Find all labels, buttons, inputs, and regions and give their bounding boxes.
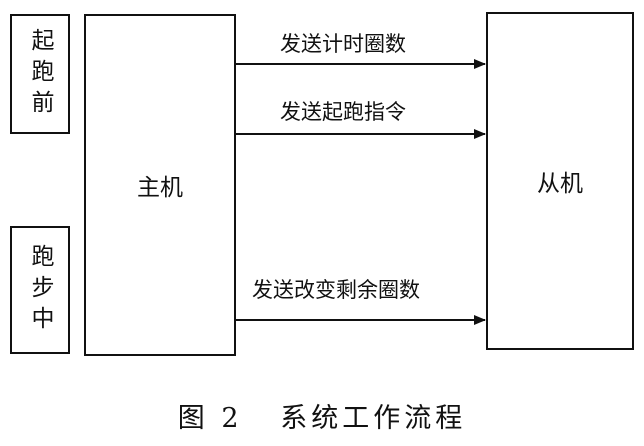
figure-caption: 图 2 系统工作流程: [0, 396, 644, 435]
slave-label: 从机: [537, 171, 583, 197]
running-label: 跑步中: [27, 243, 53, 337]
arrow-label-send-lap-count: 发送计时圈数: [280, 32, 406, 56]
figure-number: 图 2: [177, 403, 243, 434]
pre-run-label: 起跑前: [27, 27, 53, 121]
slave-box: 从机: [486, 12, 634, 350]
figure-title: 系统工作流程: [280, 403, 467, 434]
running-box: 跑步中: [10, 226, 70, 354]
host-label: 主机: [137, 175, 183, 201]
arrow-label-send-remaining-laps: 发送改变剩余圈数: [252, 278, 420, 302]
host-box: 主机: [84, 14, 236, 356]
pre-run-box: 起跑前: [10, 14, 70, 134]
arrow-label-send-start-command: 发送起跑指令: [280, 100, 406, 124]
